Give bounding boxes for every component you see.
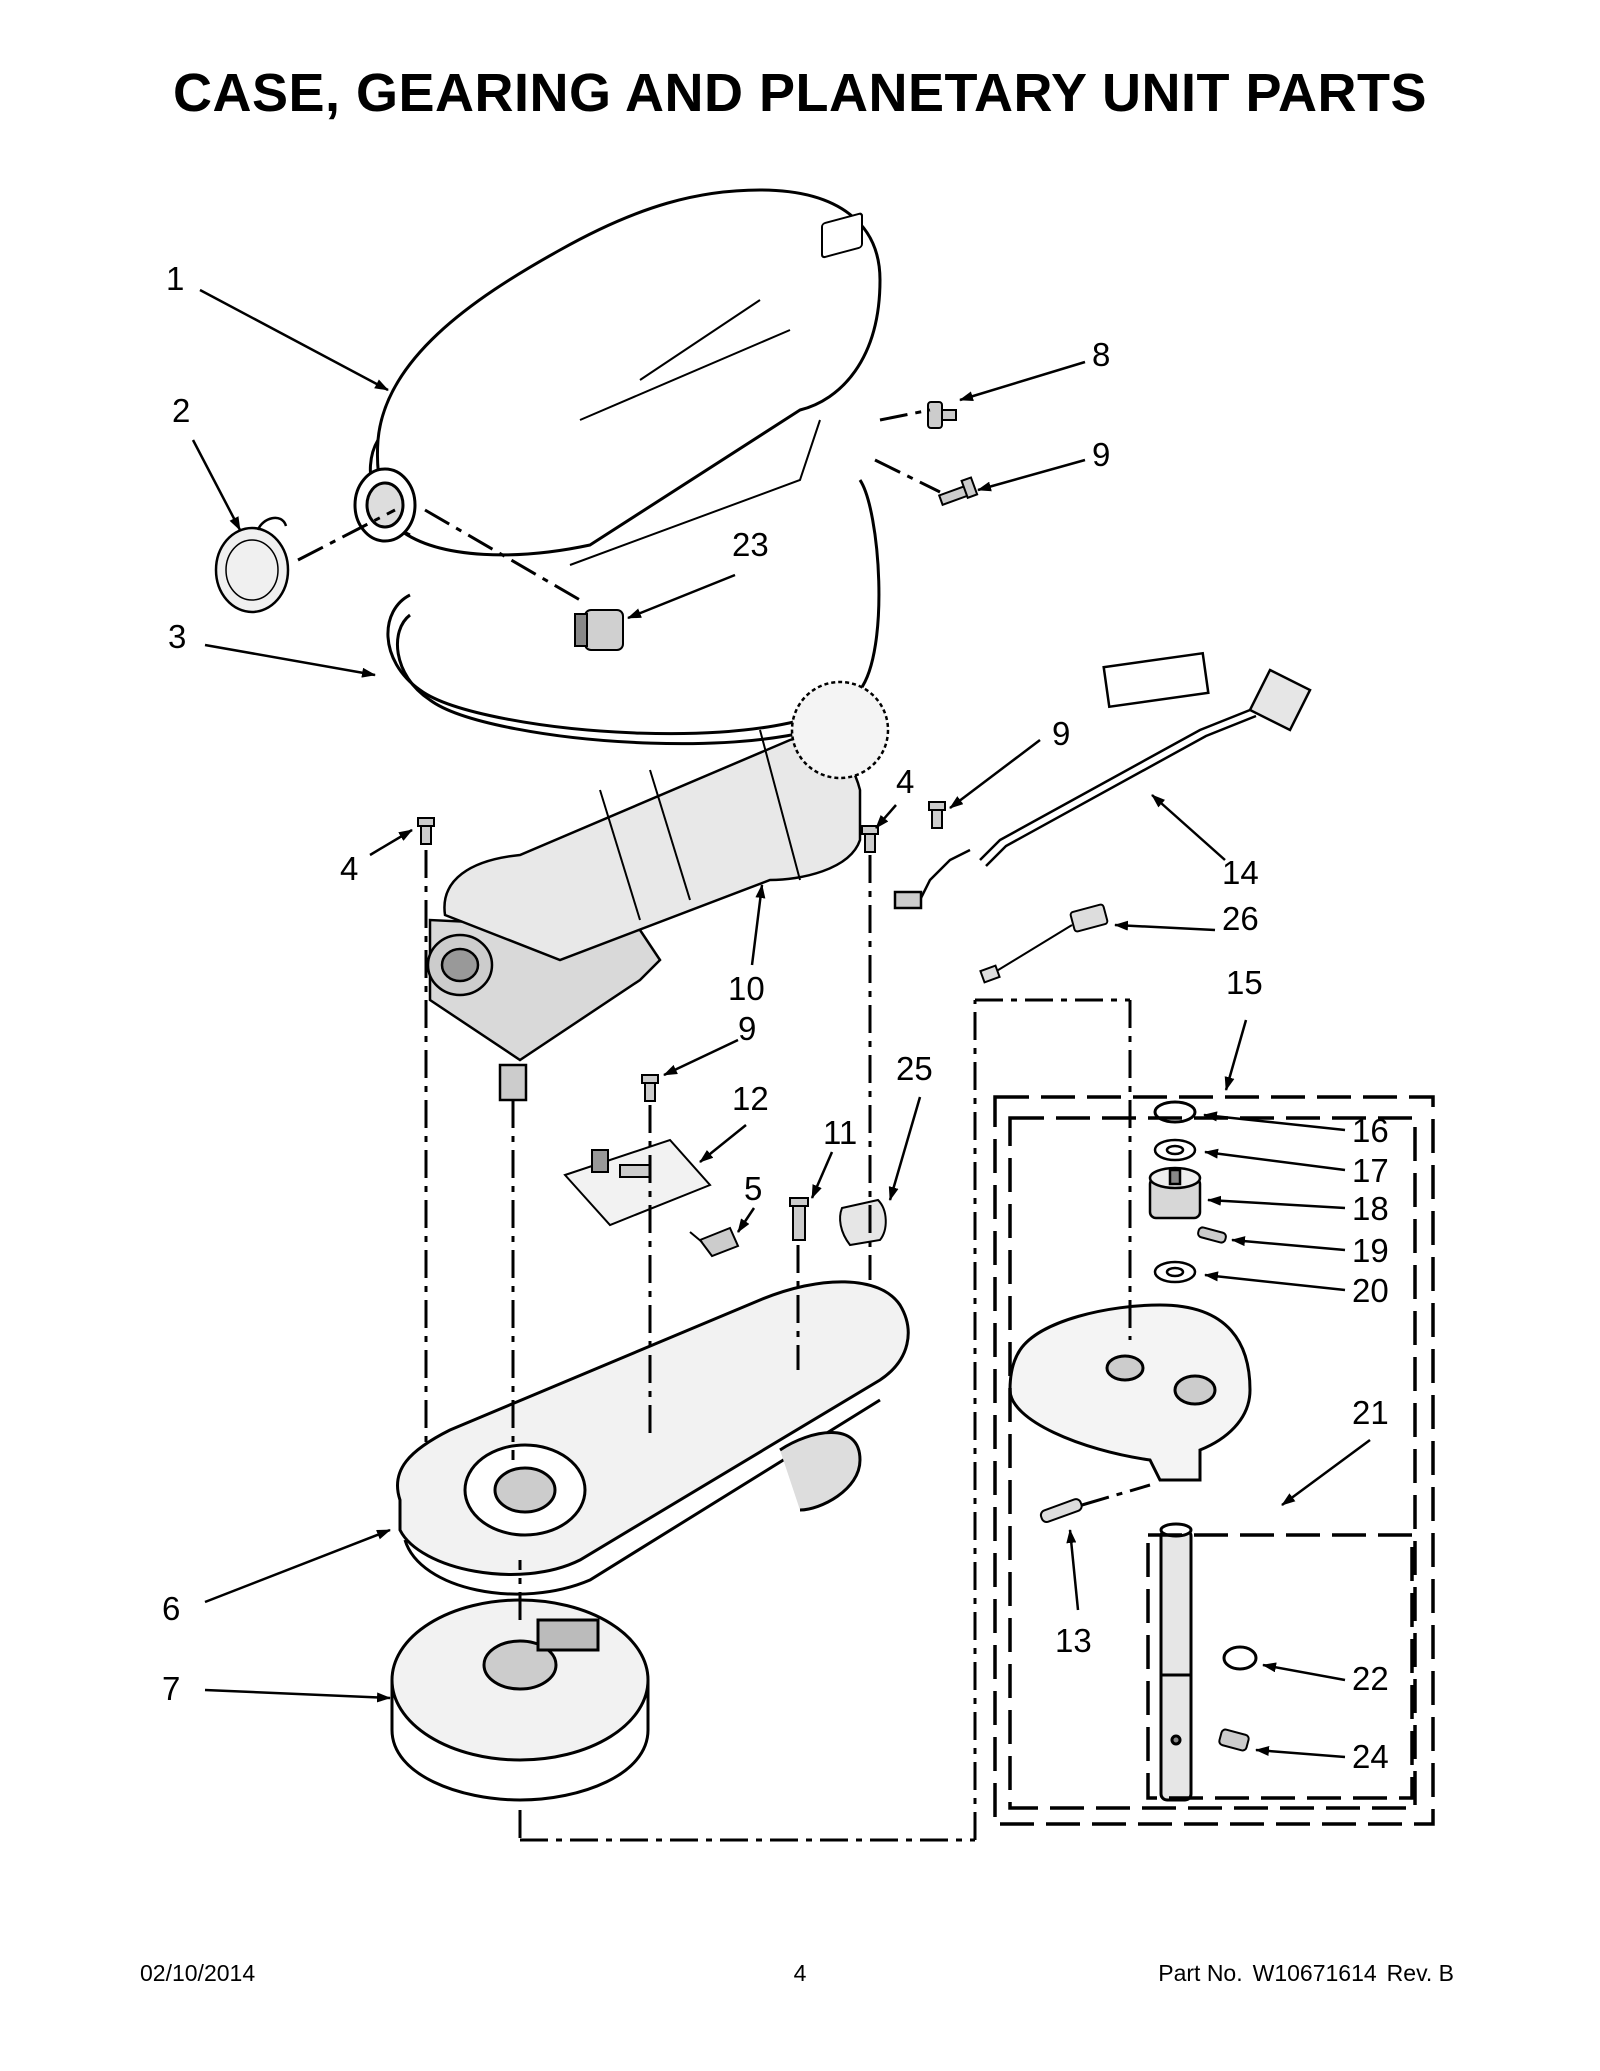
washer-20 [1153, 1260, 1197, 1284]
gear-case-base [395, 1280, 910, 1596]
callout-23: 23 [732, 526, 769, 563]
callout-24: 24 [1352, 1738, 1389, 1775]
callout-2: 2 [172, 392, 190, 429]
footer-page-number: 4 [793, 1960, 807, 1986]
retaining-ring-16 [1153, 1100, 1197, 1124]
gear-18 [1148, 1166, 1202, 1220]
callout-12: 12 [732, 1080, 769, 1117]
callout-25: 25 [896, 1050, 933, 1087]
footer-date: 02/10/2014 [140, 1960, 256, 1986]
harness-26 [979, 903, 1109, 984]
hub-cover [214, 516, 290, 614]
callout-13: 13 [1055, 1622, 1092, 1659]
callout-14: 14 [1222, 854, 1259, 891]
power-cord [893, 651, 1312, 910]
screw-9-mid [928, 801, 946, 829]
footer-part-info: Part No. W10671614 Rev. B [1148, 1960, 1454, 1987]
bracket [821, 212, 863, 259]
pin-24 [1218, 1728, 1250, 1752]
callout-labels: 1 2 3 4 4 5 6 7 8 9 9 9 10 11 12 13 14 1… [162, 260, 1389, 1775]
footer-part-label: Part No. [1158, 1960, 1243, 1986]
footer-revision: Rev. B [1386, 1960, 1454, 1986]
planetary-unit [1008, 1303, 1252, 1482]
planetary-housing [390, 1598, 650, 1802]
callout-18: 18 [1352, 1190, 1389, 1227]
callout-9-top: 9 [1092, 436, 1110, 473]
leader-arrows [191, 288, 1371, 1759]
attachment-knob [574, 609, 624, 651]
callout-16: 16 [1352, 1112, 1389, 1149]
callout-15: 15 [1226, 964, 1263, 1001]
page-title: CASE, GEARING AND PLANETARY UNIT PARTS [172, 63, 1428, 123]
footer-part-number: W10671614 [1252, 1960, 1377, 1986]
ring-22 [1222, 1645, 1258, 1671]
control-board [563, 1138, 712, 1227]
lever-5 [689, 1226, 740, 1258]
screw-4-left [417, 817, 435, 845]
motor-assembly [426, 680, 890, 1102]
screw-4-right [861, 825, 879, 853]
screw-8 [927, 401, 957, 429]
screw-9-top [937, 476, 979, 507]
pin-13 [1039, 1498, 1083, 1524]
callout-9-board: 9 [738, 1010, 756, 1047]
box-21 [1146, 1533, 1414, 1800]
beater-shaft [1159, 1522, 1193, 1802]
callout-21: 21 [1352, 1394, 1389, 1431]
alignment-lines [297, 408, 1151, 1842]
callout-9-mid: 9 [1052, 715, 1070, 752]
pin-19 [1197, 1226, 1227, 1244]
callout-10: 10 [728, 970, 765, 1007]
callout-1: 1 [166, 260, 184, 297]
callout-19: 19 [1352, 1232, 1389, 1269]
screw-11 [789, 1197, 809, 1241]
callout-11: 11 [823, 1114, 857, 1151]
washer-17 [1153, 1138, 1197, 1162]
callout-8: 8 [1092, 336, 1110, 373]
screw-9-board [641, 1074, 659, 1102]
callout-22: 22 [1352, 1660, 1389, 1697]
callout-5: 5 [744, 1170, 762, 1207]
callout-3: 3 [168, 618, 186, 655]
callout-6: 6 [162, 1590, 180, 1627]
callout-4-right: 4 [896, 763, 914, 800]
box-15 [993, 1095, 1435, 1826]
callout-7: 7 [162, 1670, 180, 1707]
cap-25 [839, 1198, 887, 1247]
callout-4-left: 4 [340, 850, 358, 887]
callout-26: 26 [1222, 900, 1259, 937]
callout-17: 17 [1352, 1152, 1389, 1189]
housing-case [353, 188, 882, 566]
callout-20: 20 [1352, 1272, 1389, 1309]
